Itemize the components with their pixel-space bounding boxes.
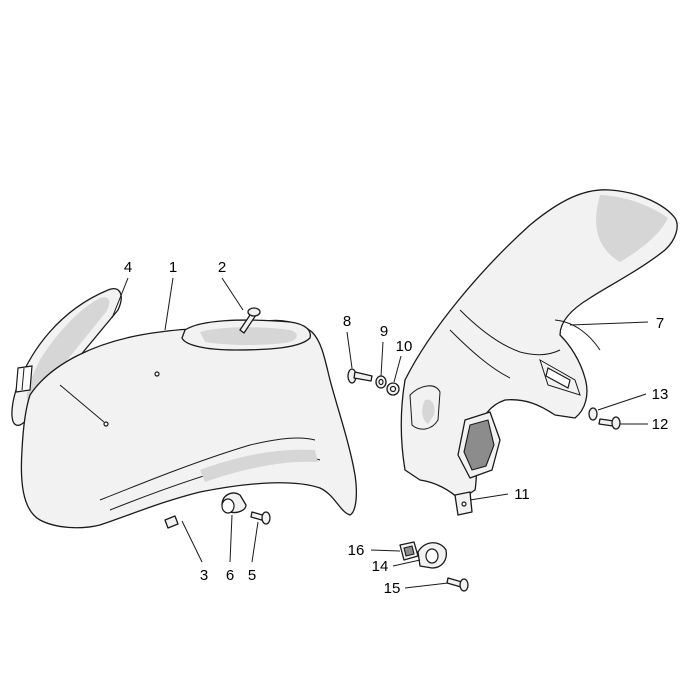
leader-6: [229, 514, 233, 563]
leader-7: [569, 321, 649, 326]
part-10-washer: [386, 382, 400, 396]
part-8-screw: [347, 368, 373, 384]
part-16-nut: [399, 541, 419, 561]
part-15-screw: [446, 577, 469, 592]
callout-9: 9: [380, 323, 388, 340]
callout-13: 13: [652, 386, 669, 403]
part-9-washer: [375, 375, 387, 389]
part-7-rear-mudguard: [400, 189, 678, 501]
part-3-clip: [164, 515, 179, 529]
leader-4b: [59, 384, 105, 423]
callout-2: 2: [218, 259, 226, 276]
callout-7: 7: [656, 315, 664, 332]
callout-16: 16: [348, 542, 365, 559]
leader-1: [164, 277, 174, 331]
callout-10: 10: [396, 338, 413, 355]
part-13-washer: [588, 407, 598, 421]
leader-15: [404, 582, 449, 589]
callout-11: 11: [514, 486, 530, 503]
leader-14: [392, 559, 421, 567]
leader-13: [597, 393, 647, 411]
part-11-clip: [454, 491, 473, 516]
callout-14: 14: [372, 558, 389, 575]
leader-8: [346, 331, 353, 369]
leader-9: [380, 341, 384, 377]
part-14-bracket: [417, 542, 448, 569]
callout-6: 6: [226, 567, 234, 584]
callout-8: 8: [343, 313, 351, 330]
leader-16: [370, 549, 401, 552]
callout-5: 5: [248, 567, 256, 584]
callout-15: 15: [384, 580, 401, 597]
part-2-screw: [239, 307, 261, 334]
leader-5: [251, 521, 259, 563]
leader-10: [393, 355, 402, 383]
leader-11: [469, 493, 509, 501]
part-1-front-mudguard: [20, 319, 357, 529]
callout-1: 1: [169, 259, 177, 276]
callout-labels: 1 2 3 4 5 6 7 8 9 10 11 12 13 14 15 16: [124, 259, 669, 597]
leader-2: [221, 277, 244, 311]
part-12-screw: [598, 416, 621, 430]
part-5-screw: [250, 511, 271, 525]
callout-3: 3: [200, 567, 208, 584]
leader-lines: [59, 277, 649, 589]
callout-12: 12: [652, 416, 669, 433]
callout-4: 4: [124, 259, 132, 276]
part-6-grommet: [221, 492, 247, 514]
leader-3: [181, 520, 203, 563]
leader-4: [111, 277, 129, 319]
